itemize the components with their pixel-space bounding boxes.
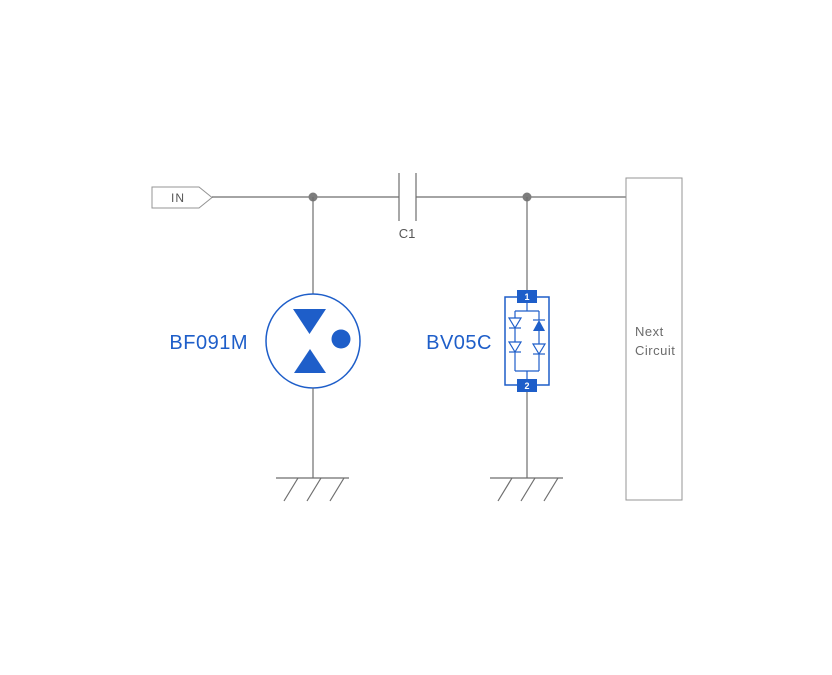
ground-hatch-2 xyxy=(520,477,536,502)
tvs-right-diode-1-icon xyxy=(533,320,545,331)
ground-hatch-3 xyxy=(543,477,559,502)
tvs-label: BV05C xyxy=(426,332,492,354)
gdt-triangle-up-icon xyxy=(294,349,326,373)
input-terminal: IN xyxy=(151,186,213,209)
next-circuit-label-line2: Circuit xyxy=(635,343,675,358)
tvs-right-diode-2-icon xyxy=(531,343,547,356)
gdt-dot-icon xyxy=(331,329,351,349)
gdt-component xyxy=(265,293,361,389)
capacitor-c1: C1 xyxy=(398,173,417,241)
ground-symbol-left xyxy=(276,477,349,502)
tvs-component: 1 2 xyxy=(504,290,550,392)
tvs-pin-bottom-pad xyxy=(517,379,537,392)
capacitor-label: C1 xyxy=(399,226,416,241)
ground-symbol-right xyxy=(490,477,563,502)
ground-hatch-2 xyxy=(306,477,322,502)
tvs-pin-top-pad xyxy=(517,290,537,303)
ground-hatch-3 xyxy=(329,477,345,502)
next-circuit-block: Next Circuit xyxy=(625,177,683,501)
tvs-pin-top-label: 1 xyxy=(524,292,529,302)
ground-hatch-1 xyxy=(497,477,513,502)
next-circuit-label-line1: Next xyxy=(635,324,664,339)
gdt-triangle-down-icon xyxy=(293,309,326,334)
input-tag-shape xyxy=(151,186,213,209)
tvs-pin-bottom-label: 2 xyxy=(524,381,529,391)
gdt-label: BF091M xyxy=(169,332,248,354)
ground-hatch-1 xyxy=(283,477,299,502)
next-circuit-box xyxy=(625,177,683,501)
tvs-left-diode-1-icon xyxy=(507,317,523,330)
input-label: IN xyxy=(171,191,185,205)
tvs-left-diode-2-icon xyxy=(507,341,523,354)
